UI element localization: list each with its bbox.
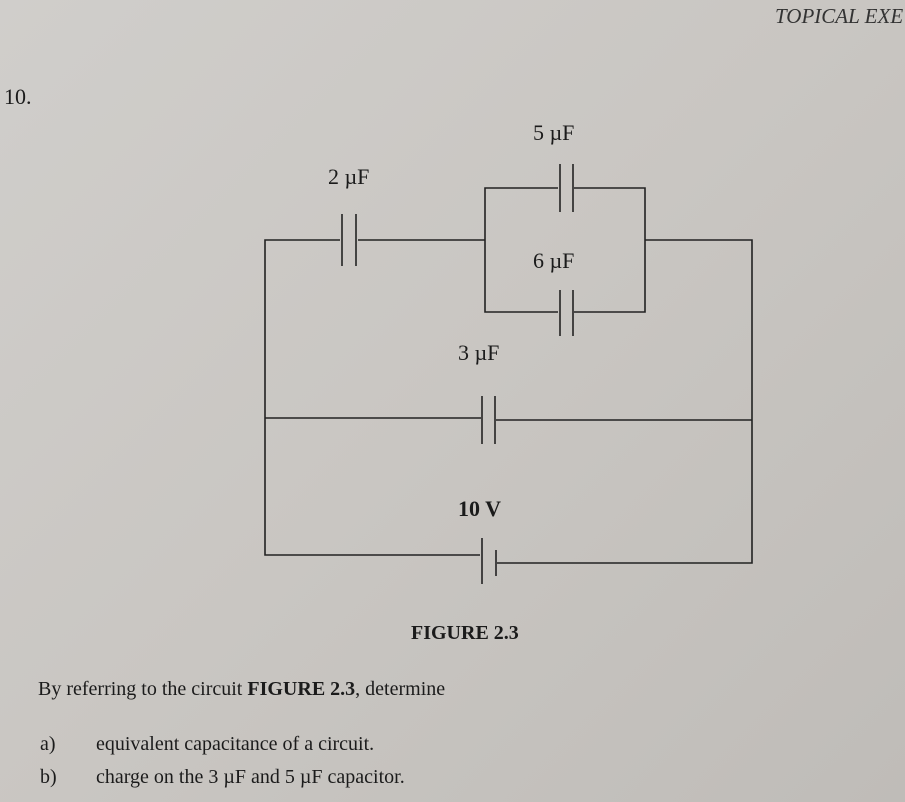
capacitor-6uF <box>559 290 574 336</box>
intro-figure-ref: FIGURE 2.3 <box>247 678 356 700</box>
part-label: b) <box>40 766 57 788</box>
label-5uF: 5 µF <box>533 120 575 145</box>
part-label: a) <box>40 733 56 755</box>
page-header: TOPICAL EXE <box>775 4 904 28</box>
capacitor-5uF <box>559 164 574 212</box>
part-a: a) equivalent capacitance of a circuit. <box>40 733 374 756</box>
question-number: 10. <box>4 84 32 109</box>
battery-10V <box>481 538 497 584</box>
part-text: charge on the 3 µF and 5 µF capacitor. <box>96 766 405 788</box>
part-text: equivalent capacitance of a circuit. <box>96 733 375 755</box>
label-6uF: 6 µF <box>533 248 575 273</box>
capacitor-3uF <box>481 396 496 444</box>
intro-suffix: , determine <box>355 678 446 700</box>
label-10V: 10 V <box>458 496 501 521</box>
capacitor-2uF <box>341 214 357 266</box>
label-2uF: 2 µF <box>328 164 370 189</box>
question-intro: By referring to the circuit FIGURE 2.3, … <box>38 678 445 701</box>
circuit-wires <box>264 187 753 564</box>
figure-caption: FIGURE 2.3 <box>411 622 519 644</box>
part-b: b) charge on the 3 µF and 5 µF capacitor. <box>40 766 405 789</box>
label-3uF: 3 µF <box>458 340 500 365</box>
intro-prefix: By referring to the circuit <box>38 678 248 700</box>
